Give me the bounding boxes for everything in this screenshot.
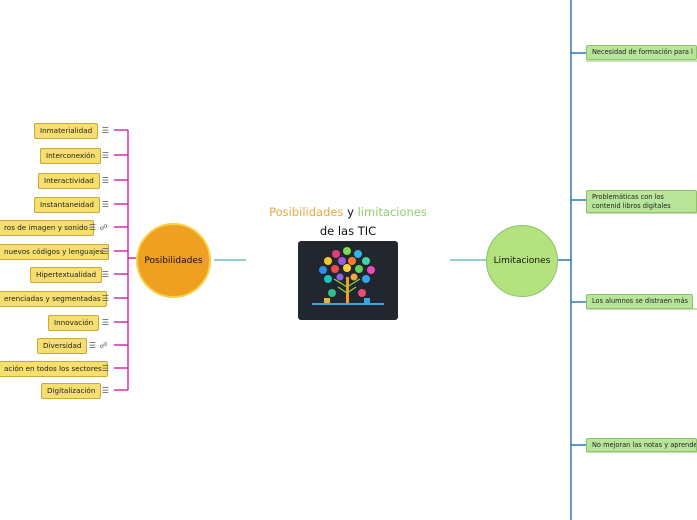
notes-icon[interactable]: ☰ xyxy=(101,150,110,160)
rleaf-label: Problemáticas con los contenid libros di… xyxy=(592,193,671,210)
leaf-label: ación en todos los sectores xyxy=(4,364,102,373)
leaf-label: Interactividad xyxy=(44,176,94,185)
leaf-interactividad[interactable]: Interactividad xyxy=(38,173,100,189)
left-branch-lines xyxy=(114,129,136,391)
rleaf-label: Los alumnos se distraen más xyxy=(592,297,688,305)
leaf-label: Hipertextualidad xyxy=(36,270,97,279)
leaf-label: Instantaneidad xyxy=(40,200,94,209)
notes-icon[interactable]: ☰ xyxy=(101,246,110,256)
leaf-label: Inmaterialidad xyxy=(40,126,93,135)
leaf-innovacion[interactable]: Innovación xyxy=(48,315,100,331)
leaf-label: nuevos códigos y lenguajes xyxy=(4,247,104,256)
leaf-icons-7: ☰ xyxy=(101,291,110,305)
limitaciones-node[interactable]: Limitaciones xyxy=(486,225,558,297)
leaf-icons-3: ☰ xyxy=(101,197,110,211)
right-leaf-underlines xyxy=(586,60,697,453)
leaf-interconexion[interactable]: Interconexión xyxy=(40,148,102,164)
leaf-icons-4: ☰☍ xyxy=(88,220,108,234)
notes-icon[interactable]: ☰ xyxy=(88,222,97,232)
posibilidades-label: Posibilidades xyxy=(144,255,203,266)
title-word-posibilidades: Posibilidades xyxy=(269,205,344,219)
notes-icon[interactable]: ☰ xyxy=(88,340,97,350)
leaf-icons-8: ☰ xyxy=(101,315,110,329)
notes-icon[interactable]: ☰ xyxy=(101,293,110,303)
notes-icon[interactable]: ☰ xyxy=(101,317,110,327)
leaf-icons-10: ☰ xyxy=(101,361,110,375)
link-icon[interactable]: ☍ xyxy=(99,222,108,232)
title-word-limitaciones: limitaciones xyxy=(357,205,427,219)
rleaf-distraen[interactable]: Los alumnos se distraen más xyxy=(586,294,693,309)
leaf-label: Digitalización xyxy=(47,386,96,395)
leaf-label: ros de imagen y sonido xyxy=(4,223,88,232)
rleaf-formacion[interactable]: Necesidad de formación para l xyxy=(586,45,697,60)
title-line-2: de las TIC xyxy=(319,224,377,238)
leaf-sectores[interactable]: ación en todos los sectores xyxy=(0,361,108,377)
leaf-hipertextualidad[interactable]: Hipertextualidad xyxy=(30,267,103,283)
posibilidades-node[interactable]: Posibilidades xyxy=(136,223,211,298)
central-title[interactable]: Posibilidades y limitaciones de las TIC xyxy=(258,203,438,241)
right-branch-lines xyxy=(558,0,586,520)
leaf-imagen-sonido[interactable]: ros de imagen y sonido xyxy=(0,220,94,236)
leaf-icons-9: ☰☍ xyxy=(88,338,108,352)
leaf-instantaneidad[interactable]: Instantaneidad xyxy=(34,197,100,213)
leaf-label: Innovación xyxy=(54,318,94,327)
leaf-diversidad[interactable]: Diversidad xyxy=(37,338,88,354)
notes-icon[interactable]: ☰ xyxy=(101,363,110,373)
link-icon[interactable]: ☍ xyxy=(99,340,108,350)
notes-icon[interactable]: ☰ xyxy=(101,125,110,135)
rleaf-label: Necesidad de formación para l xyxy=(592,48,693,56)
notes-icon[interactable]: ☰ xyxy=(101,199,110,209)
leaf-icons-5: ☰ xyxy=(101,244,110,258)
rleaf-notas[interactable]: No mejoran las notas y aprende xyxy=(586,438,697,452)
leaf-segmentadas[interactable]: erenciadas y segmentadas xyxy=(0,291,107,307)
leaf-icons-11: ☰ xyxy=(101,383,110,397)
leaf-label: Diversidad xyxy=(43,341,82,350)
notes-icon[interactable]: ☰ xyxy=(101,175,110,185)
notes-icon[interactable]: ☰ xyxy=(101,385,110,395)
rleaf-label: No mejoran las notas y aprende xyxy=(592,441,697,449)
leaf-inmaterialidad[interactable]: Inmaterialidad xyxy=(34,123,99,139)
title-word-y: y xyxy=(347,205,354,219)
leaf-label: Interconexión xyxy=(46,151,96,160)
tic-tree-illustration xyxy=(312,247,384,305)
leaf-digitalizacion[interactable]: Digitalización xyxy=(41,383,102,399)
limitaciones-label: Limitaciones xyxy=(493,256,551,266)
tic-tree-image xyxy=(298,241,398,320)
rleaf-contenidos[interactable]: Problemáticas con los contenid libros di… xyxy=(586,190,697,213)
leaf-icons-0: ☰ xyxy=(101,123,110,137)
notes-icon[interactable]: ☰ xyxy=(101,269,110,279)
leaf-nuevos-codigos[interactable]: nuevos códigos y lenguajes xyxy=(0,244,110,260)
leaf-icons-1: ☰ xyxy=(101,148,110,162)
leaf-icons-2: ☰ xyxy=(101,173,110,187)
leaf-label: erenciadas y segmentadas xyxy=(4,294,101,303)
leaf-icons-6: ☰ xyxy=(101,267,110,281)
